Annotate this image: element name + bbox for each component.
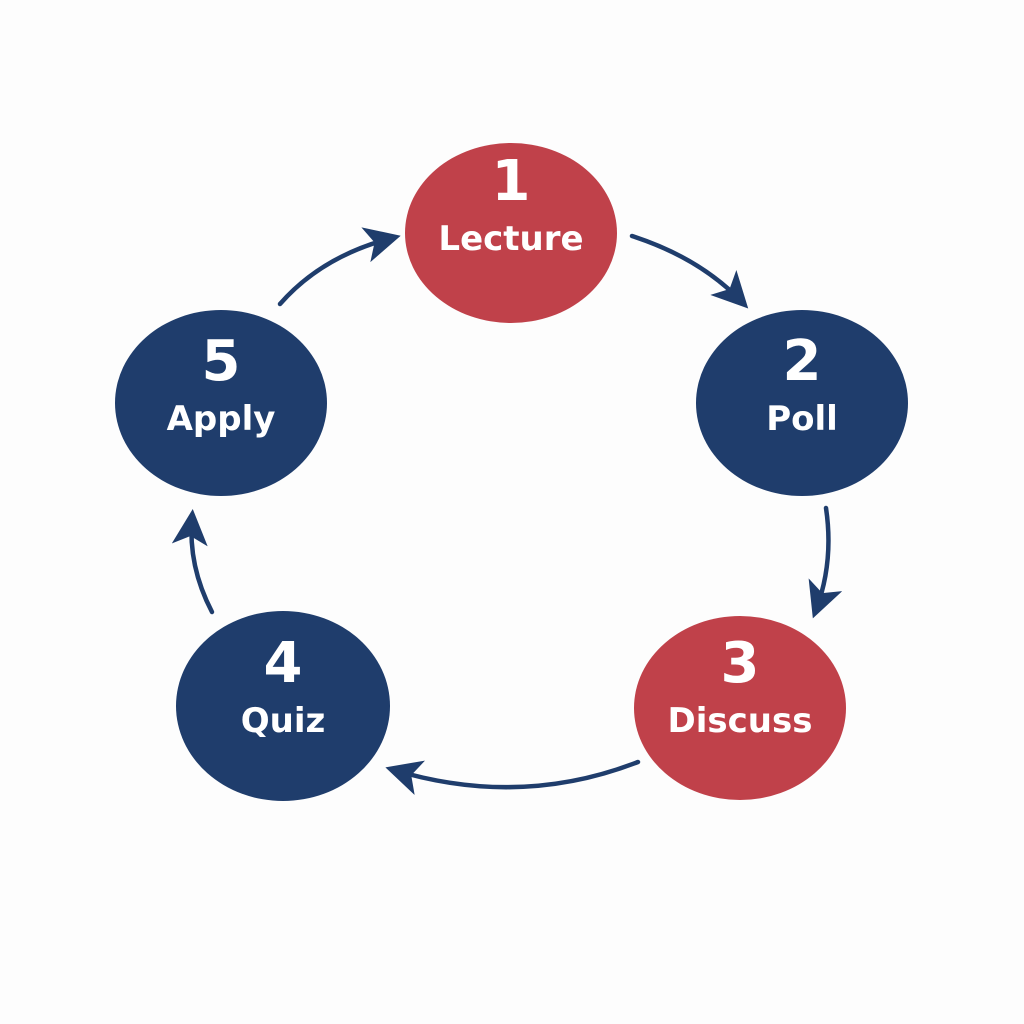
- step-node-quiz: 4 Quiz: [176, 611, 390, 801]
- step-circle: [634, 616, 846, 800]
- step-label: Quiz: [241, 701, 326, 741]
- connector-arrows: [171, 227, 843, 796]
- step-node-apply: 5 Apply: [115, 310, 327, 496]
- step-circle: [115, 310, 327, 496]
- step-number: 4: [264, 631, 303, 696]
- step-number: 5: [202, 329, 241, 394]
- arrow-4-to-5: [171, 509, 215, 615]
- step-label: Lecture: [438, 219, 583, 259]
- step-number: 2: [783, 329, 822, 394]
- step-node-lecture: 1 Lecture: [405, 143, 617, 323]
- step-circle: [696, 310, 908, 496]
- step-label: Discuss: [668, 701, 813, 741]
- step-number: 3: [721, 631, 760, 696]
- step-circle: [176, 611, 390, 801]
- step-node-poll: 2 Poll: [696, 310, 908, 496]
- step-label: Apply: [167, 399, 276, 439]
- step-number: 1: [492, 149, 531, 214]
- arrow-3-to-4: [385, 759, 641, 796]
- arrow-5-to-1: [277, 227, 401, 307]
- arrow-1-to-2: [629, 233, 749, 309]
- step-label: Poll: [766, 399, 838, 439]
- arrow-2-to-3: [808, 505, 843, 619]
- step-circle: [405, 143, 617, 323]
- step-node-discuss: 3 Discuss: [634, 616, 846, 800]
